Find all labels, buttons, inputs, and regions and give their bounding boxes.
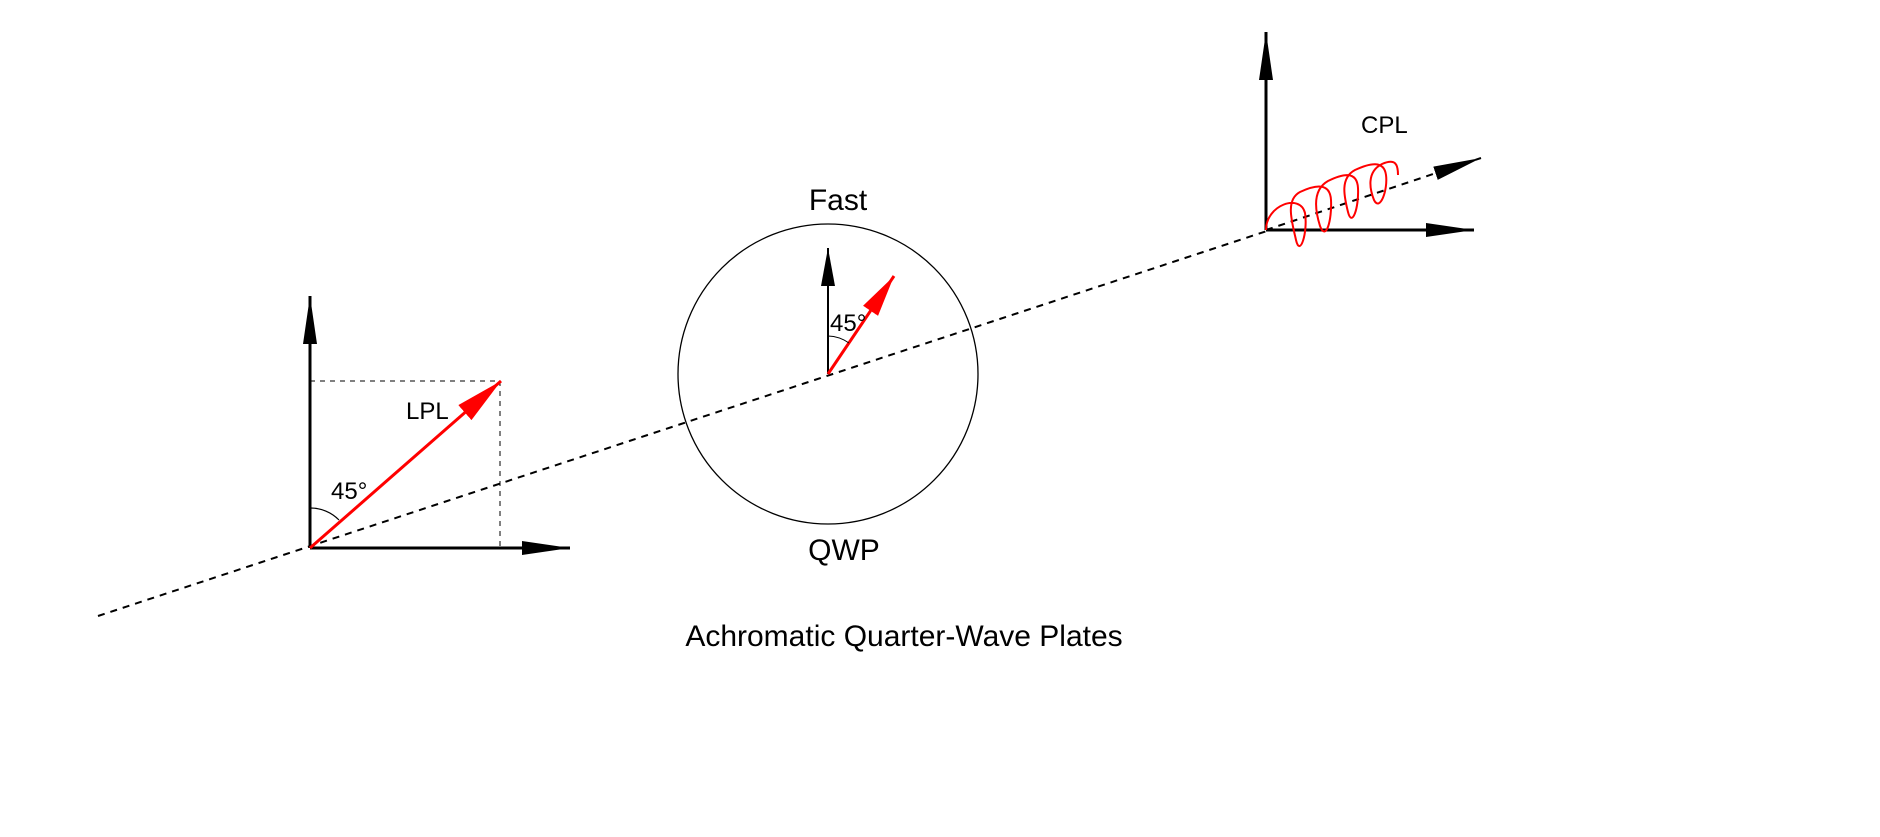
qwp-label: QWP: [808, 534, 880, 567]
input-angle-label: 45°: [331, 478, 367, 505]
lpl-polarization-arrow: [309, 379, 502, 550]
lpl-label: LPL: [406, 398, 449, 425]
plate-angle-arc: [827, 335, 850, 344]
fast-axis-label: Fast: [809, 184, 868, 217]
output-propagation-arrow: [1265, 157, 1482, 231]
input-angle-arc: [309, 507, 340, 521]
plate-angle-label: 45°: [830, 310, 866, 337]
cpl-helix: [1265, 160, 1399, 248]
diagram-caption: Achromatic Quarter-Wave Plates: [685, 620, 1122, 653]
cpl-label: CPL: [1361, 112, 1408, 139]
plate-polarization-arrow: [826, 275, 896, 375]
output-frame: CPL: [1259, 32, 1482, 248]
quarter-wave-plate: Fast 45° QWP: [677, 184, 979, 567]
optical-axis-line: [97, 229, 1271, 617]
plate-circle: [677, 223, 979, 525]
input-frame: LPL 45°: [303, 296, 570, 555]
